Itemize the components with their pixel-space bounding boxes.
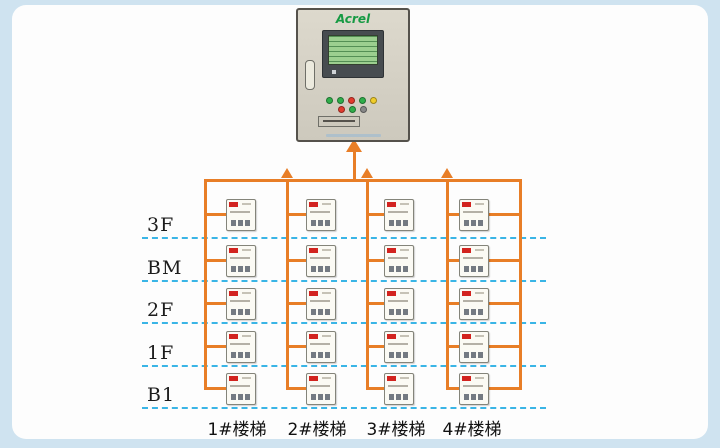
level-indicator xyxy=(305,60,315,90)
branch-line xyxy=(206,259,226,262)
floor-line xyxy=(142,365,546,367)
floor-label: 3F xyxy=(147,214,175,236)
floor-line xyxy=(142,237,546,239)
sensor-module xyxy=(459,288,489,320)
arrow-up-icon xyxy=(361,168,373,178)
indicator-light xyxy=(349,106,356,113)
riser-line xyxy=(446,179,449,390)
indicator-light xyxy=(326,97,333,104)
printer-slot xyxy=(318,116,360,127)
stair-label: 4#楼梯 xyxy=(442,420,502,440)
cabinet-screen-display xyxy=(328,35,378,65)
branch-line xyxy=(448,345,459,348)
indicator-light xyxy=(360,106,367,113)
branch-line xyxy=(368,345,384,348)
sensor-module xyxy=(459,373,489,405)
floor-label: BM xyxy=(147,257,183,279)
branch-line xyxy=(288,302,306,305)
sensor-module xyxy=(384,245,414,277)
riser-line xyxy=(204,179,207,390)
sensor-module xyxy=(306,331,336,363)
acrel-logo: Acrel xyxy=(335,12,371,26)
branch-line xyxy=(288,213,306,216)
floor-label: B1 xyxy=(147,384,176,406)
branch-line xyxy=(488,213,519,216)
branch-line xyxy=(488,302,519,305)
branch-line xyxy=(488,345,519,348)
riser-return-line xyxy=(519,179,522,390)
arrow-up-icon xyxy=(441,168,453,178)
sensor-module xyxy=(226,288,256,320)
branch-line xyxy=(488,259,519,262)
stair-label: 2#楼梯 xyxy=(287,420,347,440)
sensor-module xyxy=(459,199,489,231)
branch-line xyxy=(488,387,519,390)
sensor-module xyxy=(226,331,256,363)
sensor-module xyxy=(306,245,336,277)
indicator-light xyxy=(348,97,355,104)
floor-line xyxy=(142,280,546,282)
branch-line xyxy=(448,259,459,262)
branch-line xyxy=(206,345,226,348)
sensor-module xyxy=(306,288,336,320)
floor-label: 1F xyxy=(147,342,175,364)
sensor-module xyxy=(306,373,336,405)
stair-label: 3#楼梯 xyxy=(366,420,426,440)
sensor-module xyxy=(384,199,414,231)
monitor-cabinet: Acrel xyxy=(296,8,410,142)
cabinet-buttons xyxy=(338,106,367,113)
branch-line xyxy=(288,387,306,390)
branch-line xyxy=(288,345,306,348)
branch-line xyxy=(288,259,306,262)
floor-line xyxy=(142,322,546,324)
riser-line xyxy=(286,179,289,390)
sensor-module xyxy=(384,373,414,405)
branch-line xyxy=(448,387,459,390)
sensor-module xyxy=(459,331,489,363)
indicator-light xyxy=(338,106,345,113)
indicator-light xyxy=(359,97,366,104)
cabinet-feed-line xyxy=(353,152,356,180)
arrow-up-icon xyxy=(281,168,293,178)
indicator-light xyxy=(337,97,344,104)
sensor-module xyxy=(459,245,489,277)
stair-label: 1#楼梯 xyxy=(207,420,267,440)
arrow-up-icon xyxy=(346,139,362,152)
branch-line xyxy=(206,213,226,216)
branch-line xyxy=(368,259,384,262)
branch-line xyxy=(206,302,226,305)
bus-line xyxy=(204,179,522,182)
branch-line xyxy=(368,213,384,216)
indicator-light xyxy=(370,97,377,104)
cabinet-label-text xyxy=(325,134,381,137)
sensor-module xyxy=(226,199,256,231)
branch-line xyxy=(368,387,384,390)
branch-line xyxy=(448,213,459,216)
sensor-module xyxy=(306,199,336,231)
cabinet-buttons xyxy=(326,97,377,104)
branch-line xyxy=(368,302,384,305)
sensor-module xyxy=(226,373,256,405)
sensor-module xyxy=(384,331,414,363)
riser-line xyxy=(366,179,369,390)
cabinet-screen xyxy=(322,30,384,78)
branch-line xyxy=(206,387,226,390)
sensor-module xyxy=(384,288,414,320)
branch-line xyxy=(448,302,459,305)
floor-label: 2F xyxy=(147,299,175,321)
floor-line xyxy=(142,407,546,409)
sensor-module xyxy=(226,245,256,277)
